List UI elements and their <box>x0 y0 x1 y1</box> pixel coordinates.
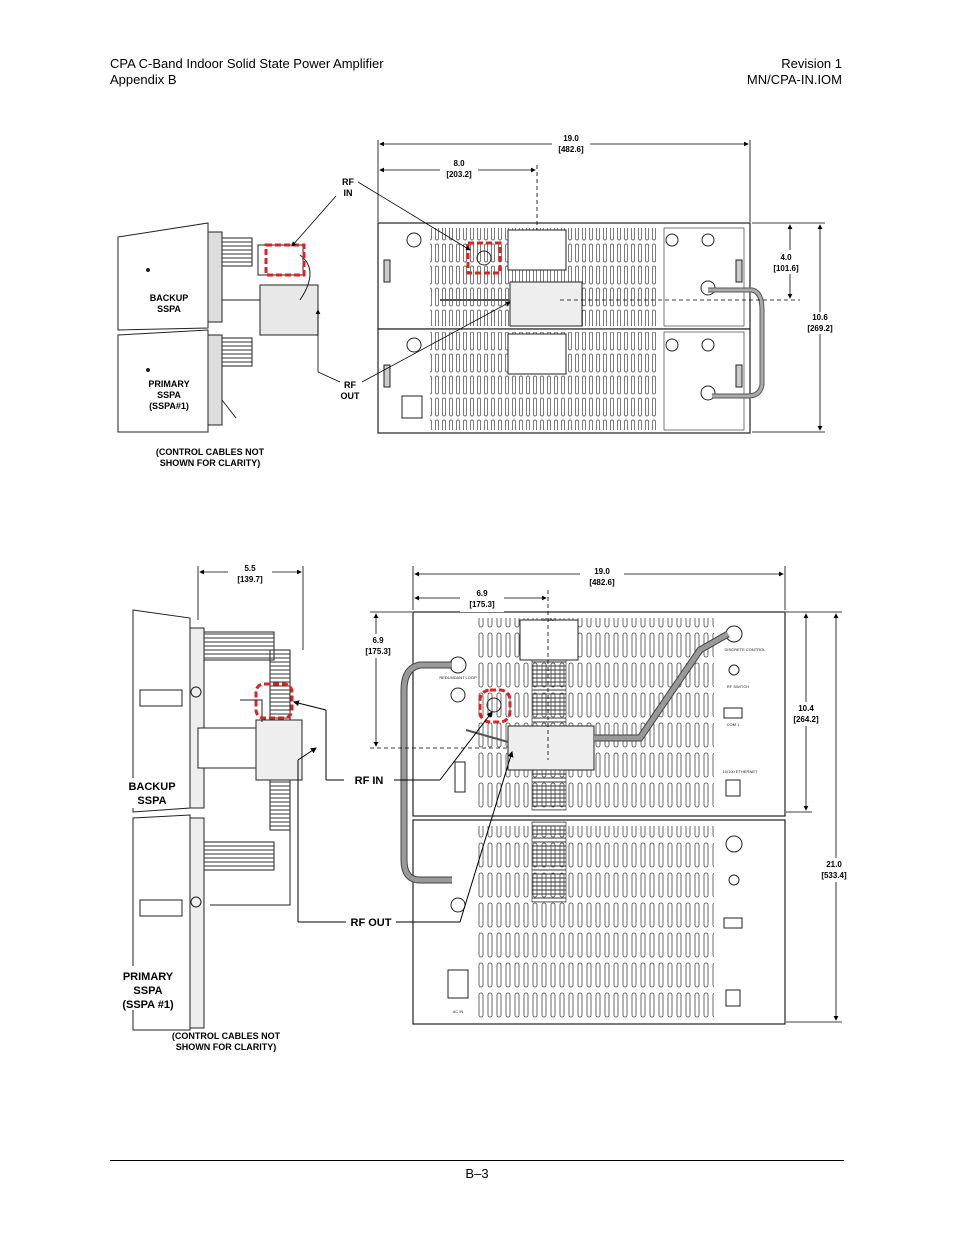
fig1-side-view <box>117 222 319 433</box>
fig1-rf-highlight-front <box>466 241 502 275</box>
fig1-dim-offset: 8.0 <box>453 159 465 168</box>
footer-rule <box>110 1160 844 1161</box>
document-number: MN/CPA-IN.IOM <box>746 72 842 87</box>
fig2-panel-com1: COM 1 <box>727 722 740 727</box>
fig1-dim-upper: 4.0 <box>780 253 792 262</box>
fig2-dim-vert-mm: [175.3] <box>365 647 391 656</box>
fig2-panel-ethernet: 10/100 ETHERNET <box>723 769 758 774</box>
fig2-dim-side: 5.5 <box>244 564 256 573</box>
fig2-backup-label-1: BACKUP <box>128 781 175 793</box>
fig2-primary-label-1: PRIMARY <box>123 971 174 983</box>
fig1-backup-label-1: BACKUP <box>150 293 189 303</box>
fig2-rf-highlight-front <box>478 688 512 724</box>
fig2-panel-rf-switch: RF SWITCH <box>727 684 749 689</box>
fig1-rf-highlight-side <box>264 243 306 277</box>
fig2-dim-width: 19.0 <box>594 567 610 576</box>
fig2-dim-upper: 10.4 <box>798 704 814 713</box>
fig2-dim-upper-mm: [264.2] <box>793 715 819 724</box>
fig1-rf-in-label-1: RF <box>342 177 354 187</box>
figure-2: RF OUT REDUNDANT LOOP DISCRETE CONTROL R… <box>114 562 858 1052</box>
fig1-dim-width: 19.0 <box>563 134 579 143</box>
page-header-right: Revision 1 MN/CPA-IN.IOM <box>747 56 842 88</box>
fig2-dim-offset: 6.9 <box>476 589 488 598</box>
fig2-backup-label-2: SSPA <box>137 795 166 807</box>
fig1-dim-height-mm: [269.2] <box>807 324 833 333</box>
fig1-note-1: (CONTROL CABLES NOT <box>156 447 265 457</box>
page-header-left: CPA C-Band Indoor Solid State Power Ampl… <box>110 56 384 88</box>
fig2-side-view <box>132 609 303 1031</box>
appendix-label: Appendix B <box>110 72 177 87</box>
fig2-note-2: SHOWN FOR CLARITY) <box>176 1042 277 1052</box>
fig2-panel-ac-in: AC IN <box>453 1009 464 1014</box>
fig1-note-2: SHOWN FOR CLARITY) <box>160 458 261 468</box>
fig1-backup-label-2: SSPA <box>157 304 181 314</box>
fig2-panel-rf-out: RF OUT <box>542 617 557 622</box>
fig2-dim-side-mm: [139.7] <box>237 575 263 584</box>
fig1-front-view <box>377 222 765 434</box>
fig2-front-view: RF OUT REDUNDANT LOOP DISCRETE CONTROL R… <box>400 611 786 1025</box>
fig2-dim-height-mm: [533.4] <box>821 871 847 880</box>
fig2-rf-highlight-side <box>254 682 294 720</box>
figure-1: 19.0 [482.6] 8.0 [203.2] 4.0 [101.6] 10.… <box>117 132 842 468</box>
fig1-primary-label-3: (SSPA#1) <box>149 401 189 411</box>
fig1-dim-offset-mm: [203.2] <box>446 170 472 179</box>
fig2-rf-out-label: RF OUT <box>351 917 392 929</box>
fig2-primary-label-2: SSPA <box>133 985 162 997</box>
fig2-primary-label-3: (SSPA #1) <box>122 999 174 1011</box>
fig1-rf-out-label-1: RF <box>344 380 356 390</box>
fig2-rf-in-label: RF IN <box>355 775 384 787</box>
fig2-dim-vert: 6.9 <box>372 636 384 645</box>
fig2-panel-discrete-control: DISCRETE CONTROL <box>725 647 767 652</box>
fig2-dim-offset-mm: [175.3] <box>469 600 495 609</box>
fig2-panel-redundant-loop: REDUNDANT LOOP <box>439 675 477 680</box>
fig1-rf-in-label-2: IN <box>344 188 353 198</box>
fig2-dim-height: 21.0 <box>826 860 842 869</box>
page-number: B–3 <box>465 1166 489 1181</box>
fig1-rf-out-label-2: OUT <box>341 391 361 401</box>
fig1-dim-upper-mm: [101.6] <box>773 264 799 273</box>
fig2-note-1: (CONTROL CABLES NOT <box>172 1031 281 1041</box>
fig2-dim-width-mm: [482.6] <box>589 578 615 587</box>
fig1-dim-width-mm: [482.6] <box>558 145 584 154</box>
fig1-dim-height: 10.6 <box>812 313 828 322</box>
revision-label: Revision 1 <box>781 56 842 71</box>
fig1-primary-label-1: PRIMARY <box>148 379 189 389</box>
fig1-primary-label-2: SSPA <box>157 390 181 400</box>
document-title: CPA C-Band Indoor Solid State Power Ampl… <box>110 56 384 71</box>
